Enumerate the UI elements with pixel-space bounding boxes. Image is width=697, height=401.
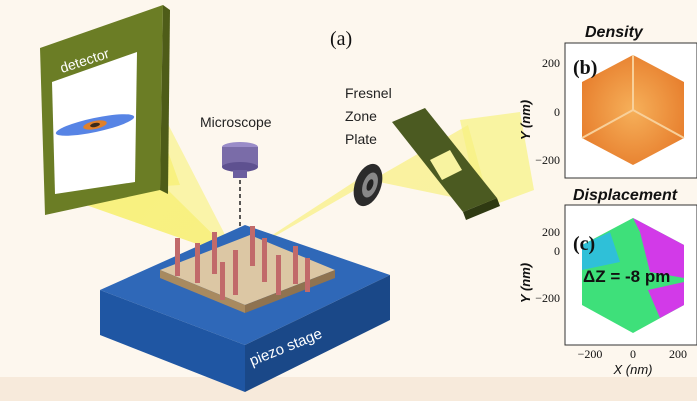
panel-c: Displacement (c) ΔZ = -8 pm 200 0 −200 Y…	[518, 187, 697, 377]
fresnel-zone-plate: Fresnel Zone Plate	[345, 85, 392, 207]
displacement-title: Displacement	[573, 187, 678, 204]
microscope-body	[222, 147, 258, 167]
zone-plate-label-1: Fresnel	[345, 85, 392, 101]
displacement-xtick: −200	[578, 347, 603, 361]
displacement-ytick: −200	[535, 291, 560, 305]
pillar	[293, 246, 298, 284]
aperture-plate	[392, 108, 500, 220]
detector: detector	[40, 5, 170, 215]
displacement-ytick: 200	[542, 225, 560, 239]
pillar	[233, 250, 238, 295]
pillar	[305, 258, 310, 292]
displacement-xtick: 200	[669, 347, 687, 361]
displacement-xtick: 0	[630, 347, 636, 361]
panel-b: Density (b) 200 0 −200 Y (nm)	[518, 24, 697, 179]
zone-plate-label-2: Zone	[345, 108, 377, 124]
density-title: Density	[585, 24, 644, 41]
pillar	[262, 238, 267, 282]
bottom-strip	[0, 377, 697, 401]
pillar	[276, 255, 281, 295]
density-ylabel: Y (nm)	[518, 100, 533, 140]
displacement-ylabel: Y (nm)	[518, 263, 533, 303]
density-ytick: −200	[535, 153, 560, 167]
delta-z-annotation: ΔZ = -8 pm	[583, 267, 670, 286]
displacement-region-bottom	[648, 282, 684, 318]
density-ytick: 0	[554, 105, 560, 119]
displacement-ytick: 0	[554, 244, 560, 258]
displacement-region-left	[582, 232, 620, 270]
pillar	[195, 243, 200, 283]
pillar	[175, 238, 180, 276]
zone-plate-label-3: Plate	[345, 131, 377, 147]
density-ytick: 200	[542, 56, 560, 70]
panel-c-label: (c)	[573, 233, 595, 255]
sample-plate	[160, 235, 335, 313]
displacement-region-top	[633, 218, 684, 278]
stage-left-side	[100, 290, 245, 392]
pillar	[250, 226, 255, 266]
panel-b-label: (b)	[573, 57, 597, 79]
microscope-label: Microscope	[200, 114, 272, 130]
pillar	[220, 262, 225, 300]
displacement-xlabel: X (nm)	[613, 362, 653, 377]
microscope: Microscope	[200, 114, 272, 255]
stage-right-side	[245, 275, 390, 392]
aperture-window	[430, 150, 462, 180]
panel-a-label: (a)	[330, 28, 352, 50]
pillar	[212, 232, 217, 274]
nanopillars	[175, 226, 310, 300]
